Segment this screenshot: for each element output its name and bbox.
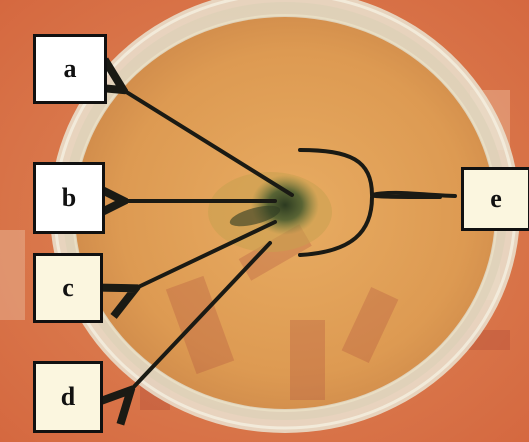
arrow-d: [128, 241, 272, 393]
label-box-d: d: [33, 361, 103, 433]
label-box-a: a: [33, 34, 107, 104]
curly-brace-e-tail: [370, 190, 457, 198]
label-box-b: b: [33, 162, 105, 234]
label-d-text: d: [60, 382, 76, 411]
label-box-e: e: [461, 167, 529, 231]
label-b-text: b: [61, 183, 77, 212]
agar-shadow-pattern: [165, 224, 399, 400]
arrows: [120, 88, 294, 393]
bacterial-colony: [251, 175, 319, 235]
arrow-a: [120, 88, 294, 197]
arrow-c: [132, 220, 277, 290]
label-a-text: a: [63, 54, 77, 83]
label-c-text: c: [62, 273, 74, 302]
label-e-text: e: [490, 184, 502, 213]
colony-streak: [229, 205, 281, 227]
label-box-c: c: [33, 253, 103, 323]
